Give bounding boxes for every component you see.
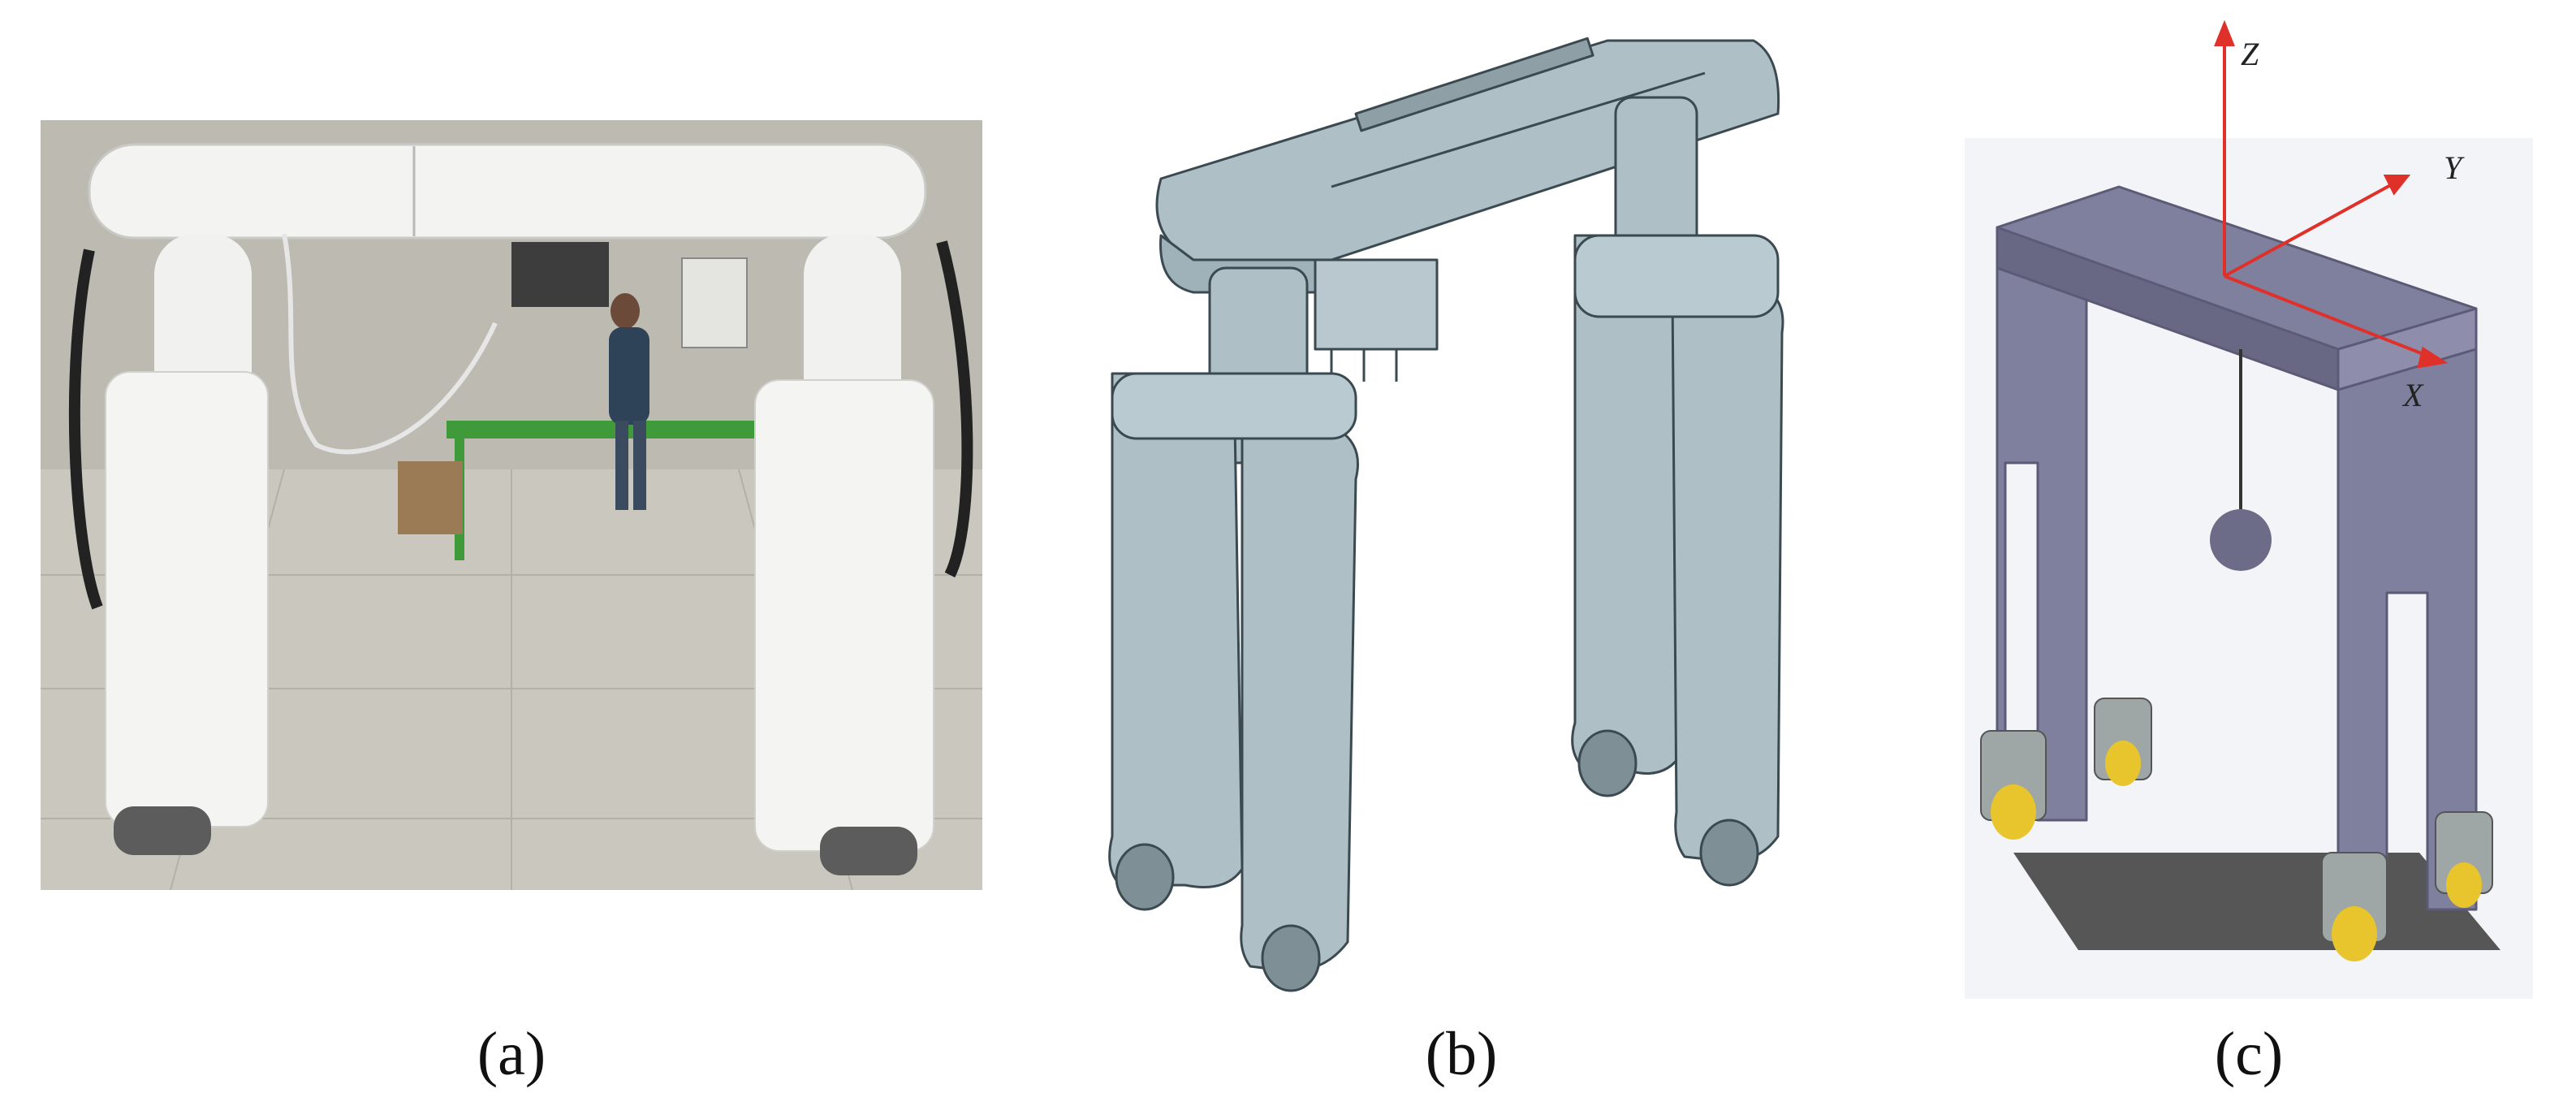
cad-model-image [1108, 37, 1784, 992]
z-axis-label: Z [2241, 36, 2259, 72]
panel-b-cad [1088, 24, 1802, 999]
panel-a-photo [41, 120, 982, 890]
caption-b: (b) [1425, 1020, 1498, 1088]
simplified-model-image: Z Y X [1965, 19, 2533, 999]
y-axis-label: Y [2444, 149, 2465, 186]
x-axis-label: X [2401, 377, 2424, 413]
panel-c-model: Z Y X [1965, 8, 2533, 1023]
caption-c: (c) [2214, 1020, 2284, 1088]
prototype-photo-image [41, 120, 982, 890]
caption-a: (a) [477, 1020, 546, 1088]
